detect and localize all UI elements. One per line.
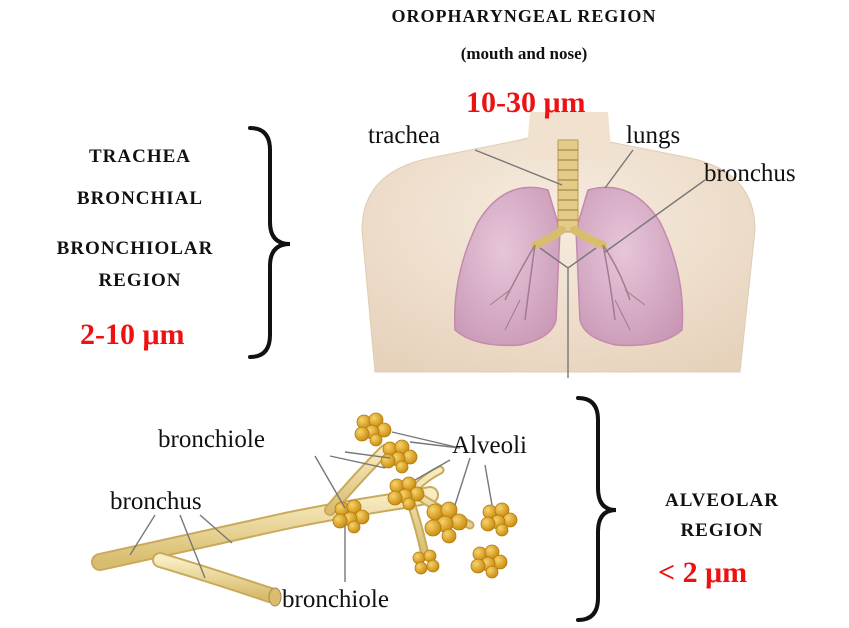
bronchus-label: bronchus [110, 488, 202, 516]
bronchiole-bottom-label: bronchiole [282, 586, 389, 614]
left-region-size: 2-10 μm [80, 318, 185, 352]
alveoli-label: Alveoli [452, 432, 527, 460]
torso-illustration [362, 112, 755, 378]
alveolar-region-line1: ALVEOLAR [622, 490, 822, 512]
left-region-line4: REGION [20, 270, 260, 292]
oropharyngeal-size: 10-30 μm [466, 86, 586, 120]
lungs-label: lungs [626, 122, 680, 150]
trachea-label: trachea [368, 122, 440, 150]
oropharyngeal-region-title: OROPHARYNGEAL REGION [374, 6, 674, 27]
bronchiole-top-label: bronchiole [158, 426, 265, 454]
left-region-line2: BRONCHIAL [20, 188, 260, 210]
left-region-line3: BRONCHIOLAR [4, 238, 266, 260]
oropharyngeal-subtitle: (mouth and nose) [374, 44, 674, 64]
alveolar-region-size: < 2 μm [658, 556, 747, 590]
alveolar-region-line2: REGION [622, 520, 822, 542]
torso-bronchus-label: bronchus [704, 160, 796, 188]
right-brace [578, 398, 616, 620]
left-region-line1: TRACHEA [20, 146, 260, 168]
